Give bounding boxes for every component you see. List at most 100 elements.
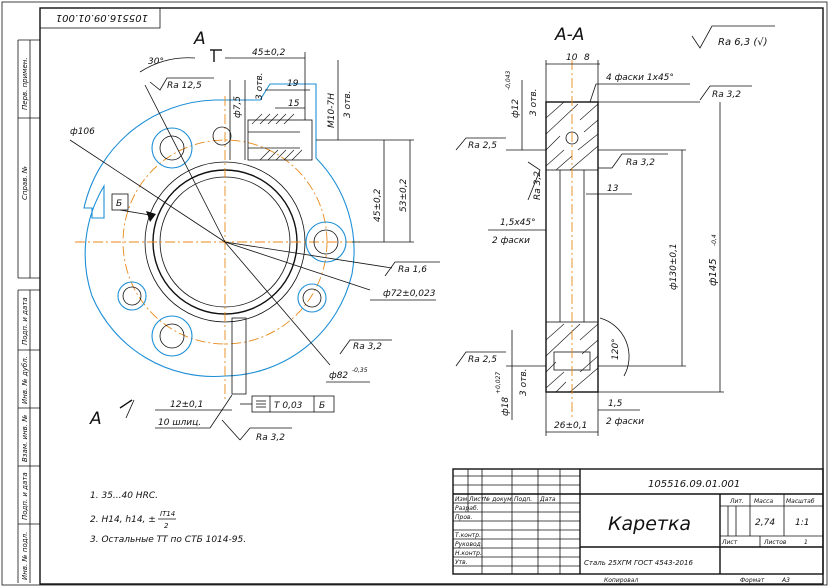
- rotated-designation-box: 105516.09.01.001: [39, 7, 161, 29]
- dim-d18-tol: +0,027: [495, 372, 502, 394]
- chamfers-2: 2 фаски: [492, 236, 530, 246]
- holes-3-section: 3 отв.: [529, 88, 539, 116]
- thread-section: [247, 113, 313, 161]
- note-2-fraction-den: 2: [164, 522, 169, 530]
- tb-row-nkontr: Н.контр.: [455, 550, 482, 557]
- dim-15: 15: [288, 99, 300, 109]
- format-label: Формат: [740, 577, 765, 584]
- dim-45-top: 45±0,2: [252, 48, 286, 58]
- stamp-sprav-no: Справ. №: [21, 166, 29, 200]
- outer-contour: [83, 83, 355, 378]
- dim-d82: ф82: [329, 371, 348, 381]
- splines-10: 10 шлиц.: [158, 418, 201, 428]
- holes-3-left: 3 отв.: [255, 72, 265, 100]
- general-roughness: Ra 6,3 (√): [691, 25, 775, 49]
- title-block: Изм. Лист № докум. Подп. Дата Разраб. Пр…: [452, 468, 824, 575]
- dim-26: 26±0,1: [554, 421, 587, 431]
- dim-d7-5: ф7,5: [233, 96, 243, 118]
- tb-row-rukovod: Руковод.: [455, 541, 483, 548]
- ra-3-2-bottom: Ra 3,2: [256, 433, 285, 443]
- copied-label: Копировал: [604, 577, 638, 584]
- tolerance-datum: Б: [319, 401, 325, 411]
- ra-2-5-top: Ra 2,5: [468, 141, 497, 151]
- tb-sheet-label: Лист: [721, 539, 738, 546]
- tb-header-list: Лист: [468, 496, 485, 503]
- dim-d12: ф12: [511, 99, 521, 118]
- tb-col-mass: Масса: [754, 498, 773, 505]
- format-value: А3: [781, 577, 790, 584]
- note-2: 2. H14, h14, ±: [90, 515, 156, 525]
- section-label: А-А: [554, 25, 584, 45]
- tb-header-sign: Подп.: [514, 496, 532, 503]
- tolerance-value: Т 0,03: [274, 401, 303, 411]
- tb-material: Сталь 25ХГМ ГОСТ 4543-2016: [584, 559, 693, 567]
- stamp-perv-primen: Перв. примен.: [21, 57, 29, 110]
- dim-1-5: 1,5: [608, 399, 623, 409]
- chamfers-4: 4 фаски 1х45°: [606, 73, 674, 83]
- dim-53: 53±0,2: [399, 178, 409, 212]
- small-hole-top-left: [212, 126, 232, 146]
- note-2-fraction-num: IT14: [160, 510, 175, 518]
- tb-part-name: Каретка: [608, 513, 691, 535]
- tb-mass: 2,74: [755, 518, 775, 528]
- tb-row-utv: Утв.: [455, 559, 468, 566]
- tb-row-tkontr: Т.контр.: [455, 532, 481, 539]
- tb-designation: 105516.09.01.001: [648, 479, 740, 490]
- datum-b: Б: [116, 199, 122, 209]
- small-hole-right: [297, 283, 327, 313]
- inner-frame: [39, 7, 824, 585]
- ra-3-2-top: Ra 3,2: [712, 90, 741, 100]
- dim-d12-tol: -0,043: [505, 70, 512, 90]
- front-view: А А 30° Ra 12,5 ф106 ф7,5 3 отв. 45±0,2 …: [69, 29, 440, 443]
- dim-12: 12±0,1: [170, 400, 203, 410]
- general-roughness-label: Ra 6,3 (√): [718, 37, 768, 48]
- stamp-vzam-inv: Взам. инв. №: [21, 414, 29, 462]
- note-3: 3. Остальные ТТ по СТБ 1014-95.: [90, 535, 246, 545]
- holes-3b: 3 отв.: [519, 368, 529, 396]
- tb-header-date: Дата: [539, 496, 556, 503]
- note-1: 1. 35...40 HRC.: [90, 491, 158, 501]
- stamp-inv-podl: Инв. № подл.: [21, 532, 29, 580]
- ra-12-5: Ra 12,5: [167, 81, 202, 91]
- thread-holes-3: 3 отв.: [343, 90, 353, 118]
- hole-right: [305, 221, 347, 263]
- hole-bottom: [151, 315, 193, 357]
- dim-45-side: 45±0,2: [373, 188, 383, 222]
- dim-8: 8: [584, 53, 590, 63]
- dim-d130: ф130±0,1: [669, 243, 679, 290]
- angle-30: 30°: [148, 57, 164, 67]
- dim-13: 13: [607, 184, 619, 194]
- keyway-slot: [231, 317, 247, 395]
- tb-sheets-label: Листов: [763, 539, 787, 546]
- tb-col-scale: Масштаб: [786, 498, 815, 505]
- dim-19: 19: [287, 79, 299, 89]
- ra-3-2-left: Ra 3,2: [353, 342, 382, 352]
- technical-notes: 1. 35...40 HRC. 2. H14, h14, ± IT14 2 3.…: [90, 491, 246, 545]
- thread-m10: М10-7Н: [327, 93, 337, 128]
- tb-col-lit: Лит.: [729, 498, 744, 505]
- section-mark-a-bottom: А: [89, 409, 102, 429]
- chamfer-1-5x45: 1,5х45°: [500, 218, 536, 228]
- stamp-inv-dubl: Инв. № дубл.: [21, 356, 29, 404]
- tb-sheets-count: 1: [804, 539, 808, 546]
- stamp-podp-data-1: Подп. и дата: [21, 297, 29, 345]
- tb-row-prov: Пров.: [455, 514, 473, 521]
- chamfers-2b: 2 фаски: [606, 417, 644, 427]
- side-stamp-column: Перв. примен. Справ. № Подп. и дата Инв.…: [17, 39, 40, 583]
- ra-1-6: Ra 1,6: [398, 265, 427, 275]
- tb-header-doc: № докум.: [483, 496, 514, 503]
- ra-3-2-mid: Ra 3,2: [626, 158, 655, 168]
- dim-d72: ф72±0,023: [383, 289, 436, 299]
- ra-2-5-bottom: Ra 2,5: [468, 355, 497, 365]
- geometric-tolerance-frame: Т 0,03 Б: [240, 395, 335, 413]
- dim-10: 10: [566, 53, 578, 63]
- tb-scale: 1:1: [795, 518, 809, 528]
- dim-d145-tol: -0,4: [711, 234, 718, 246]
- ra-3-2-side: Ra 3,2: [533, 171, 543, 200]
- stamp-podp-data-2: Подп. и дата: [21, 472, 29, 520]
- hole-top: [151, 127, 193, 169]
- dim-d18: ф18: [501, 397, 511, 416]
- tb-row-razrab: Разраб.: [455, 505, 479, 512]
- dim-d106: ф106: [70, 127, 95, 137]
